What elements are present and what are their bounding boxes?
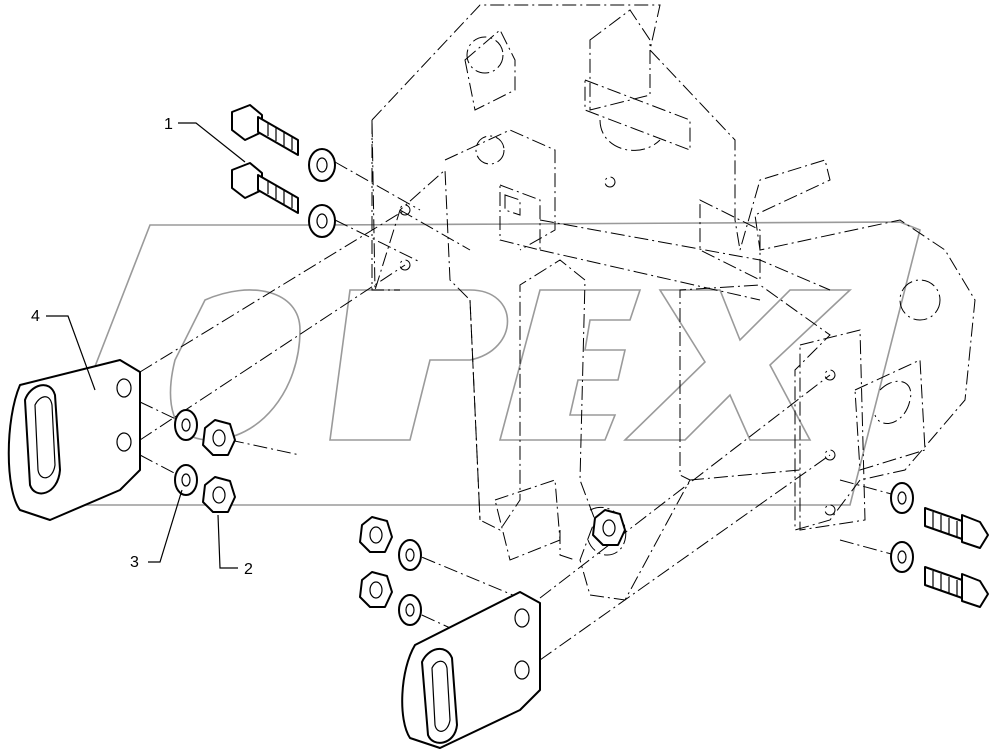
tractor-frame: [371, 4, 976, 601]
bolt-lower-left: [231, 162, 299, 214]
callout-3: 3: [130, 554, 139, 571]
callout-1: 1: [164, 116, 173, 133]
nuts: [202, 419, 626, 608]
washers: [174, 148, 914, 626]
tow-plate-left: [7, 359, 141, 521]
watermark-logo: [44, 221, 921, 506]
bolt-upper-left: [231, 104, 299, 156]
bolt-lower-right: [924, 566, 989, 608]
callout-4: 4: [31, 308, 40, 325]
tow-plate-right: [401, 591, 541, 749]
leader-lines: [46, 122, 246, 569]
bolt-upper-right: [924, 507, 989, 549]
callout-2: 2: [244, 561, 253, 578]
assembly-centerlines: [139, 161, 896, 661]
